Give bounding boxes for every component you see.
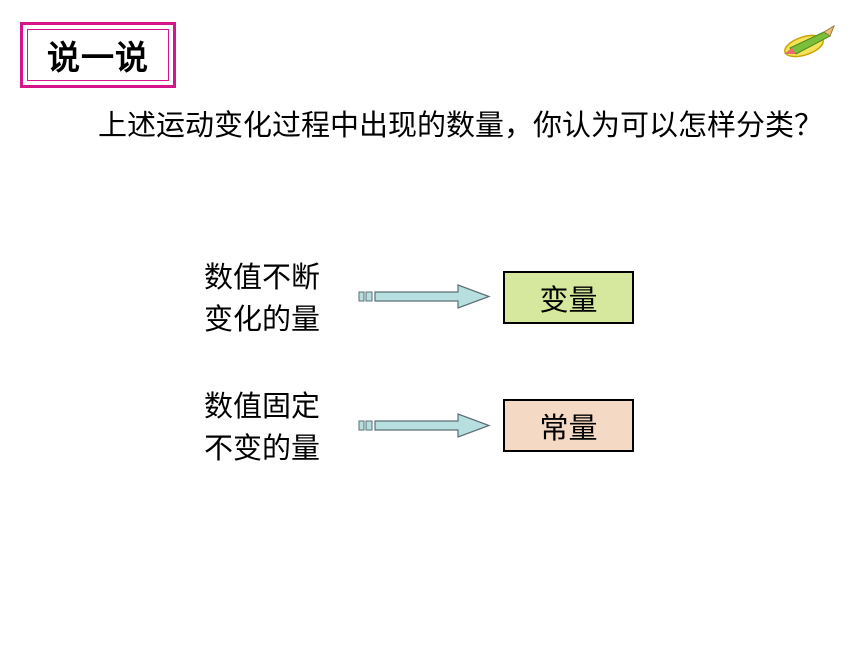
arrow-right-icon <box>358 284 491 309</box>
constant-box: 常量 <box>503 399 634 452</box>
constant-description-line1: 数值固定 <box>204 389 321 423</box>
arrow-right-icon <box>358 413 491 438</box>
title-inner-frame: 说一说 <box>27 29 169 81</box>
pencil-logo-icon <box>784 24 836 58</box>
variable-description-line2: 变化的量 <box>204 302 321 336</box>
variable-box: 变量 <box>503 271 634 324</box>
question-text: 上述运动变化过程中出现的数量，你认为可以怎样分类？ <box>98 108 824 142</box>
constant-description-line2: 不变的量 <box>204 431 321 465</box>
constant-description: 数值固定 不变的量 <box>204 385 320 469</box>
page-title: 说一说 <box>47 38 149 77</box>
variable-description: 数值不断 变化的量 <box>204 256 320 340</box>
variable-description-line1: 数值不断 <box>204 260 321 294</box>
title-frame: 说一说 <box>20 22 176 88</box>
